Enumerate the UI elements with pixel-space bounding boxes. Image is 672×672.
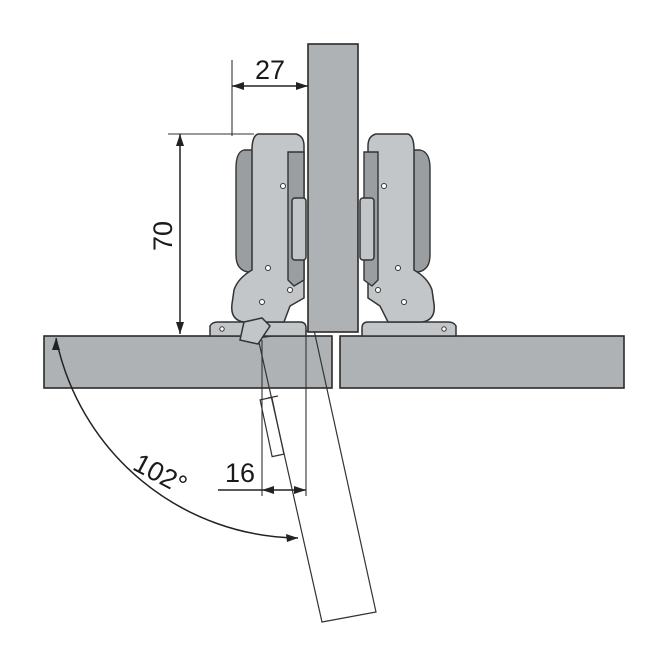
dimension-overlay bbox=[218, 330, 307, 496]
dimension-height bbox=[168, 133, 254, 334]
door-panel bbox=[307, 43, 359, 333]
dimension-overlay-label: 16 bbox=[225, 458, 255, 488]
opening-angle-label: 102° bbox=[129, 448, 192, 501]
left-carcass-panel bbox=[43, 335, 333, 389]
dimension-top-width bbox=[231, 60, 308, 136]
right-hinge bbox=[359, 133, 457, 337]
dimension-top-width-label: 27 bbox=[255, 55, 285, 85]
left-hinge bbox=[209, 133, 307, 345]
right-carcass-panel bbox=[339, 335, 625, 389]
opening-angle-arc bbox=[52, 337, 299, 542]
dimension-height-label: 70 bbox=[148, 221, 178, 251]
